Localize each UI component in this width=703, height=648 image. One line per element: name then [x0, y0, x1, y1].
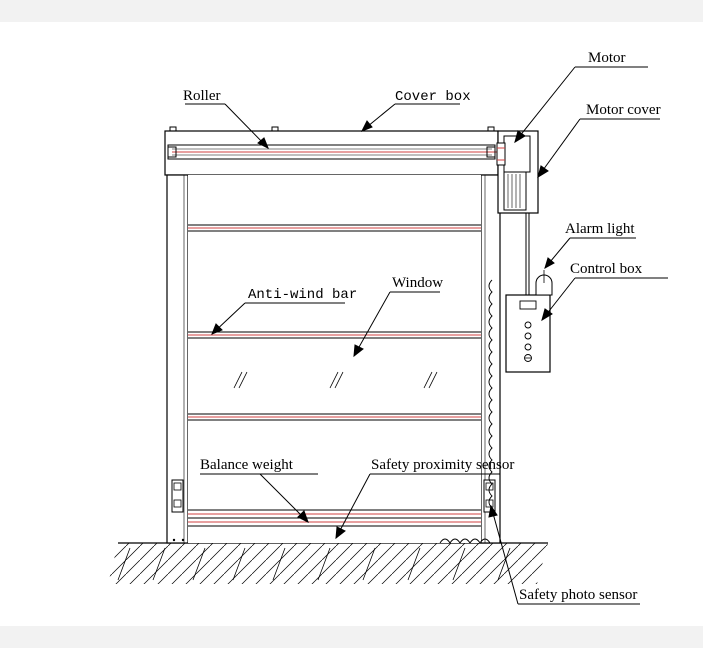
cable-coil: [439, 279, 493, 544]
leader-lines: [185, 66, 668, 605]
balance-weight: [188, 509, 481, 527]
bottom-band: [0, 626, 703, 648]
label-alarm-light: Alarm light: [565, 221, 635, 237]
label-safety-photo-sensor: Safety photo sensor: [519, 587, 637, 603]
floor-markers: [172, 538, 185, 542]
window-marks: [233, 371, 438, 389]
photo-sensor-right: [483, 479, 496, 513]
motor: [496, 135, 531, 211]
ground: [108, 542, 548, 584]
label-anti-wind-bar: Anti-wind bar: [248, 287, 357, 303]
label-motor: Motor: [588, 50, 626, 66]
label-window: Window: [392, 275, 443, 291]
label-roller: Roller: [183, 88, 221, 104]
label-control-box: Control box: [570, 261, 643, 277]
label-safety-proximity-sensor: Safety proximity sensor: [371, 457, 514, 473]
top-band: [0, 0, 703, 22]
door-curtain: [188, 175, 481, 543]
anti-wind-bars: [188, 224, 481, 421]
roller: [167, 144, 528, 160]
control-box: [505, 294, 551, 373]
label-motor-cover: Motor cover: [586, 102, 661, 118]
label-balance-weight: Balance weight: [200, 457, 294, 473]
label-cover-box: Cover box: [395, 89, 471, 105]
control-cable: [525, 213, 530, 295]
guide-columns: [166, 174, 501, 544]
alarm-light: [535, 270, 553, 296]
photo-sensor-left: [171, 479, 184, 513]
